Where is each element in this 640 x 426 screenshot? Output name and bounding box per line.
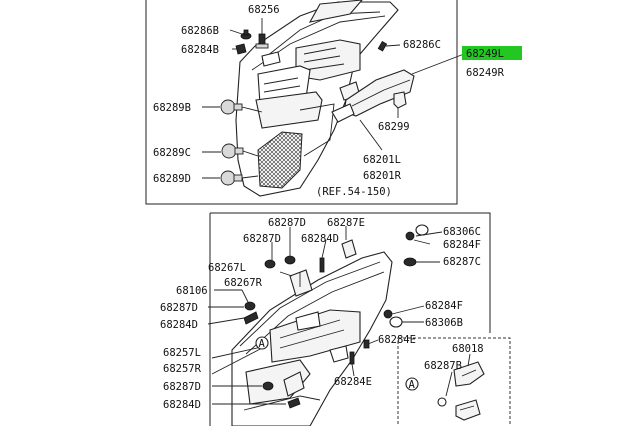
label-68106: 68106 [176,285,208,297]
detail-marker-a-box: A [405,377,419,391]
label-68267R: 68267R [224,277,263,289]
label-68256: 68256 [248,4,280,16]
label-68289B: 68289B [153,102,191,114]
bracket-68267 [289,269,313,297]
detail-marker-a-box-text: A [409,379,416,391]
clip-68287E [341,239,357,259]
label-68257R: 68257R [163,363,202,375]
label-68287D-c: 68287D [160,302,198,314]
leader-lines-top [202,18,465,179]
label-68284F-b: 68284F [425,300,463,312]
clip-68289D [220,170,243,186]
label-68306B: 68306B [425,317,463,329]
fastener-68284B [235,43,247,55]
label-68201L: 68201L [363,154,401,166]
leader-lines-detail [445,353,471,397]
label-68267L: 68267L [208,262,246,274]
label-68287B: 68287B [424,360,462,372]
label-68249R: 68249R [466,67,505,79]
label-68306C: 68306C [443,226,481,238]
label-68284E-b: 68284E [334,376,372,388]
label-68287D-b: 68287D [243,233,281,245]
label-68299: 68299 [378,121,410,133]
leader-lines-bottom [207,226,443,405]
label-68284B: 68284B [181,44,219,56]
label-68287D-d: 68287D [163,381,201,393]
label-68289D: 68289D [153,173,191,185]
fastener-68286B [240,29,252,40]
highlight-68249L [462,46,522,60]
detail-a-frame [397,337,511,426]
label-68284E-a: 68284E [378,334,416,346]
detail-marker-a-main: A [255,336,269,350]
fastener-68286C [377,40,388,52]
label-68284D-a: 68284D [301,233,339,245]
detail-marker-a-main-text: A [259,338,266,350]
label-68287C: 68287C [443,256,481,268]
label-68287D-a: 68287D [268,217,306,229]
label-68287E: 68287E [327,217,365,229]
clip-68289C [221,143,244,159]
label-68257L: 68257L [163,347,201,359]
label-68249L: 68249L [466,48,504,60]
fasteners-bottom [241,224,429,409]
label-68284F-a: 68284F [443,239,481,251]
fastener-68299 [393,91,407,109]
label-68289C: 68289C [153,147,191,159]
label-ref: (REF.54-150) [316,186,392,198]
label-68018: 68018 [452,343,484,355]
label-68284D-c: 68284D [163,399,201,411]
label-68286C: 68286C [403,39,441,51]
label-68286B: 68286B [181,25,219,37]
label-68284D-b: 68284D [160,319,198,331]
door-trim-lower [231,251,393,426]
label-68201R: 68201R [363,170,402,182]
top-panel-frame [145,0,458,205]
door-trim-upper [235,0,415,197]
handle-bezel-68018 [437,361,485,421]
bottom-panel-frame [209,212,491,426]
